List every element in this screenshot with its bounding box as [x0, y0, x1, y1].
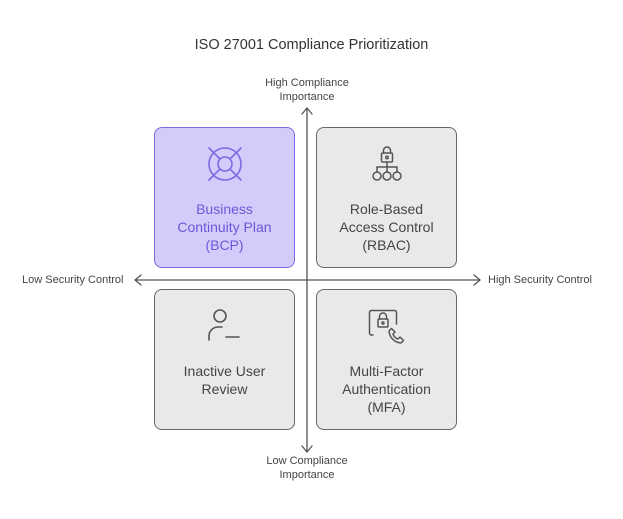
quadrant-label-line: Business — [196, 201, 253, 217]
quadrant-label: Multi-Factor Authentication (MFA) — [317, 362, 456, 416]
y-axis-low-label-line: Importance — [279, 469, 335, 481]
quadrant-label-line: Continuity Plan — [177, 219, 272, 235]
y-axis-high-label-line: Importance — [279, 91, 335, 103]
quadrant-label: Inactive User Review — [155, 362, 294, 398]
y-axis-low-label: Low Compliance Importance — [207, 454, 407, 482]
quadrant-label-line: Review — [201, 381, 248, 397]
down-arrow-head — [301, 445, 313, 453]
left-arrow-head — [134, 274, 142, 286]
quadrant-label-line: (MFA) — [367, 399, 406, 415]
quadrant-label-line: (RBAC) — [362, 237, 411, 253]
quadrant-label-line: Inactive User — [183, 363, 266, 379]
y-axis-high-label: High Compliance Importance — [207, 76, 407, 104]
y-axis-high-label-line: High Compliance — [265, 77, 349, 89]
diagram-title: ISO 27001 Compliance Prioritization — [194, 37, 429, 53]
phone-lock-icon — [367, 307, 407, 352]
quadrant-label-line: Authentication — [342, 381, 431, 397]
quadrant-label-line: Role-Based — [349, 201, 424, 217]
x-axis-low-label: Low Security Control — [22, 274, 124, 286]
quadrant-mfa[interactable]: Multi-Factor Authentication (MFA) — [316, 289, 457, 430]
y-axis-low-label-line: Low Compliance — [266, 455, 348, 467]
user-minus-icon — [205, 307, 245, 350]
quadrant-label: Role-Based Access Control (RBAC) — [317, 200, 456, 254]
quadrant-label-line: Access Control — [339, 219, 434, 235]
hierarchy-lock-icon — [367, 145, 407, 190]
quadrant-rbac[interactable]: Role-Based Access Control (RBAC) — [316, 127, 457, 268]
right-arrow-head — [473, 274, 481, 286]
up-arrow-head — [301, 107, 313, 115]
lifebuoy-icon — [206, 145, 244, 188]
quadrant-label-line: (BCP) — [205, 237, 244, 253]
quadrant-label: Business Continuity Plan (BCP) — [155, 200, 294, 254]
quadrant-label-line: Multi-Factor — [349, 363, 424, 379]
x-axis-high-label: High Security Control — [488, 274, 592, 286]
quadrant-bcp[interactable]: Business Continuity Plan (BCP) — [154, 127, 295, 268]
quadrant-inactive-user-review[interactable]: Inactive User Review — [154, 289, 295, 430]
